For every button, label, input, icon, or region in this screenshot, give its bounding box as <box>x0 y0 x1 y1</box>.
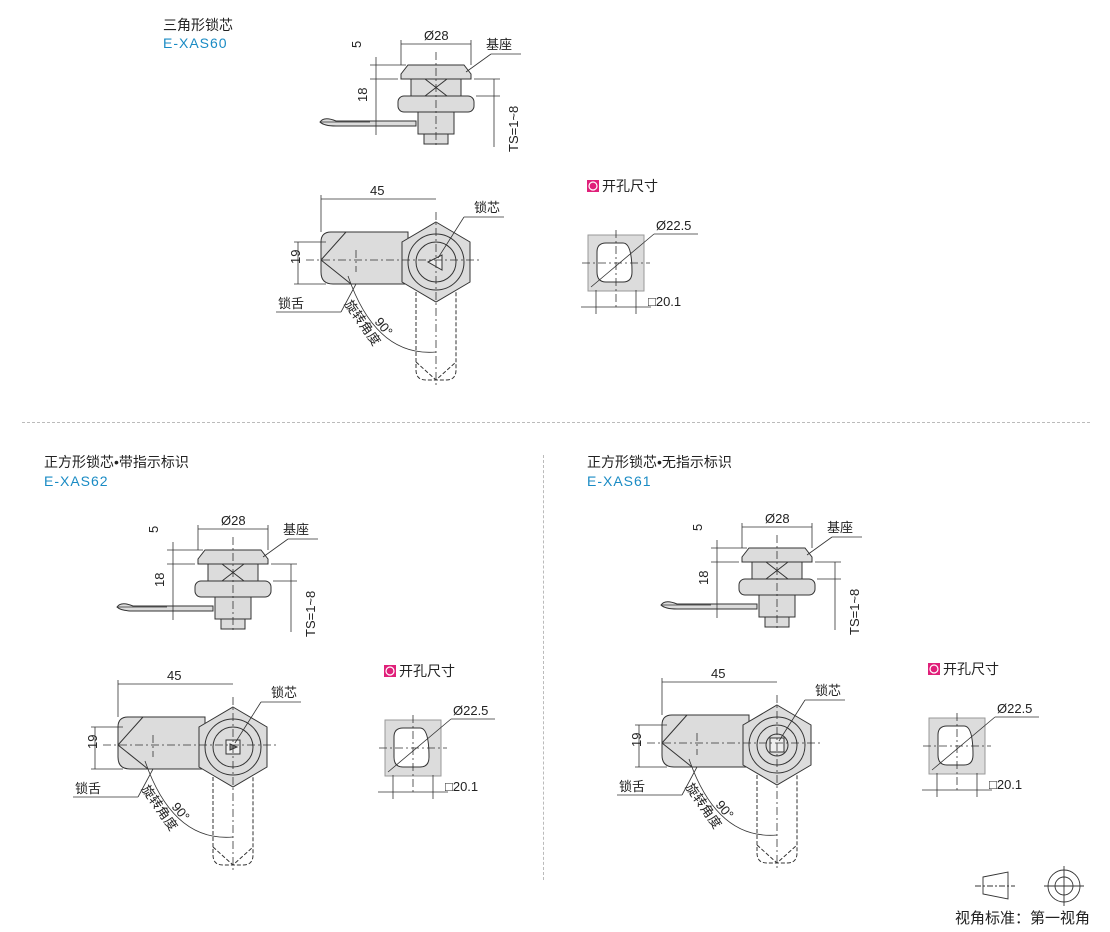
cutout-dia-label: Ø22.5 <box>997 701 1032 716</box>
product-code: E-XAS60 <box>163 35 228 51</box>
ts-label: TS=1~8 <box>847 589 862 635</box>
marker-circle-icon <box>588 181 598 191</box>
cutout-header: 开孔尺寸 <box>602 178 658 194</box>
indicator-mark-icon <box>229 743 239 751</box>
base-label: 基座 <box>283 522 309 537</box>
section-title: 正方形锁芯•带指示标识 <box>44 454 189 470</box>
tongue-label: 锁舌 <box>278 296 304 311</box>
dim-5-label: 5 <box>349 41 364 48</box>
leader <box>778 699 806 742</box>
ts-label: TS=1~8 <box>303 591 318 637</box>
leader <box>137 768 154 798</box>
dim-22-5 <box>387 718 452 773</box>
projection-trapezoid <box>982 871 1009 900</box>
tongue-label: 锁舌 <box>619 779 645 794</box>
dim-45-label: 45 <box>167 668 181 683</box>
leader <box>262 538 289 558</box>
rotation-arc <box>347 275 437 353</box>
cutout-hole <box>937 725 974 766</box>
product-code: E-XAS62 <box>44 473 109 489</box>
dim-28-label: Ø28 <box>424 28 449 43</box>
section-title: 正方形锁芯•无指示标识 <box>587 454 732 470</box>
base-label: 基座 <box>486 37 512 52</box>
rotation-arc <box>144 760 234 838</box>
dim-5-label: 5 <box>690 524 705 531</box>
tongue-arm <box>661 714 750 768</box>
leader <box>806 536 833 556</box>
core-label: 锁芯 <box>474 200 500 215</box>
dim-19-label: 19 <box>288 250 303 264</box>
tongue-label: 锁舌 <box>75 781 101 796</box>
tongue-chamfer <box>320 231 352 285</box>
dim-22-5 <box>590 233 655 288</box>
divider <box>543 455 544 880</box>
tongue-chamfer <box>661 714 693 768</box>
cutout-square-label: □20.1 <box>989 777 1022 792</box>
dim-22-5 <box>931 716 996 771</box>
dim-18-label: 18 <box>355 88 370 102</box>
dim-18-label: 18 <box>696 571 711 585</box>
product-code: E-XAS61 <box>587 473 652 489</box>
core-label: 锁芯 <box>271 685 297 700</box>
lock-drawing-1: Ø28518基座TS=1~84519锁舌锁芯90°旋转角度Ø22.5□20.1开… <box>73 513 495 872</box>
dim-19-label: 19 <box>629 733 644 747</box>
cutout-square-label: □20.1 <box>445 779 478 794</box>
projection-crosshair <box>1044 866 1084 906</box>
tongue-chamfer <box>117 716 149 770</box>
projection-label: 视角标准：第一视角 <box>955 909 1090 927</box>
marker-circle-icon <box>385 666 395 676</box>
section-title: 三角形锁芯 <box>163 17 233 33</box>
leader <box>437 216 465 259</box>
marker-circle-icon <box>929 664 939 674</box>
ts-label: TS=1~8 <box>506 106 521 152</box>
triangle-core-icon <box>426 254 443 271</box>
base-label: 基座 <box>827 520 853 535</box>
divider <box>22 422 1090 423</box>
cutout-header: 开孔尺寸 <box>399 663 455 679</box>
dim-45-label: 45 <box>711 666 725 681</box>
lock-drawing-2: Ø28518基座TS=1~84519锁舌锁芯90°旋转角度Ø22.5□20.1开… <box>617 511 1039 870</box>
cutout-square-label: □20.1 <box>648 294 681 309</box>
leader <box>465 53 492 73</box>
dim-28-label: Ø28 <box>221 513 246 528</box>
dim-19-label: 19 <box>85 735 100 749</box>
rotation-arc <box>688 758 778 836</box>
tongue-arm <box>320 231 409 285</box>
dim-18-label: 18 <box>152 573 167 587</box>
dim-5-label: 5 <box>146 526 161 533</box>
cutout-dia-label: Ø22.5 <box>656 218 691 233</box>
cutout-hole <box>596 242 633 283</box>
cutout-header: 开孔尺寸 <box>943 661 999 677</box>
cutout-dia-label: Ø22.5 <box>453 703 488 718</box>
leader <box>234 701 262 744</box>
dim-28-label: Ø28 <box>765 511 790 526</box>
leader <box>681 766 698 796</box>
tongue-arm <box>117 716 206 770</box>
dim-45-label: 45 <box>370 183 384 198</box>
cutout-hole <box>393 727 430 768</box>
core-label: 锁芯 <box>815 683 841 698</box>
lock-drawing-0: Ø28518基座TS=1~84519锁舌锁芯90°旋转角度Ø22.5□20.1开… <box>276 28 698 387</box>
leader <box>340 283 357 313</box>
first-angle-projection-icon <box>975 866 1084 906</box>
